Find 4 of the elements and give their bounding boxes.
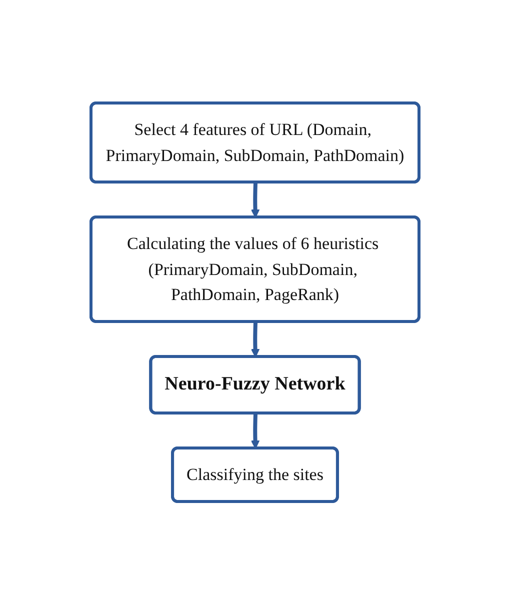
- arrow: [250, 413, 260, 449]
- node-text: Calculating the values of 6 heuristics (PrimaryDomain, SubDomain, PathDomain, PageRank): [127, 234, 379, 304]
- arrow: [250, 322, 260, 358]
- arrow: [250, 182, 260, 218]
